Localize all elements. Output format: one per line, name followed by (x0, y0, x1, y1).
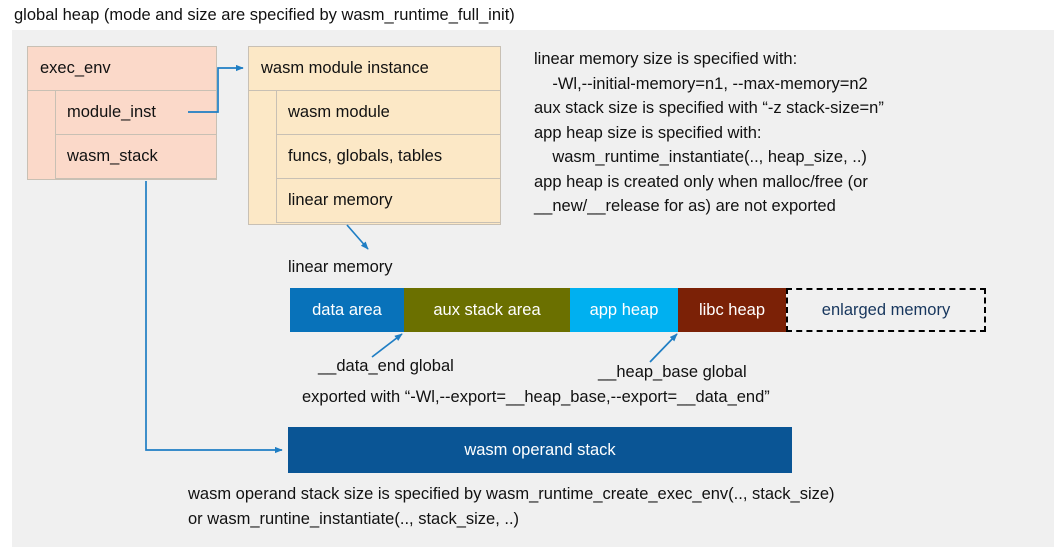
module-field-wasm-module-label: wasm module (288, 103, 390, 121)
module-field-linear-memory: linear memory (276, 178, 501, 223)
linear-memory-note: linear memory size is specified with: -W… (534, 50, 884, 215)
memory-segment-label: app heap (589, 300, 659, 319)
annotation-exported-with: exported with “-Wl,--export=__heap_base,… (302, 388, 770, 406)
wasm-module-instance-header-label: wasm module instance (261, 59, 429, 77)
wasm-operand-stack-label: wasm operand stack (464, 440, 616, 459)
module-field-wasm-module: wasm module (276, 90, 501, 135)
exec-env-header-label: exec_env (40, 59, 111, 77)
exec-env-field-wasm-stack-label: wasm_stack (67, 147, 158, 165)
wasm-operand-stack-bar: wasm operand stack (288, 427, 792, 473)
exec-env-field-module-inst: module_inst (55, 90, 217, 135)
annotation-heap-base: __heap_base global (598, 363, 747, 381)
operand-stack-note: wasm operand stack size is specified by … (188, 485, 835, 528)
memory-segment-data-area: data area (290, 288, 404, 332)
linear-memory-strip: data area aux stack area app heap libc heap… (290, 288, 986, 332)
memory-segment-libc-heap: libc heap (678, 288, 786, 332)
memory-segment-app-heap: app heap (570, 288, 678, 332)
module-field-funcs-globals-tables-label: funcs, globals, tables (288, 147, 443, 165)
memory-segment-label: aux stack area (433, 300, 541, 319)
memory-segment-label: libc heap (698, 300, 766, 319)
memory-segment-aux-stack-area: aux stack area (404, 288, 570, 332)
memory-segment-enlarged-memory: enlarged memory (786, 288, 986, 332)
page-title: global heap (mode and size are specified… (14, 6, 515, 24)
module-field-funcs-globals-tables: funcs, globals, tables (276, 134, 501, 179)
exec-env-field-module-inst-label: module_inst (67, 103, 156, 121)
exec-env-field-wasm-stack: wasm_stack (55, 134, 217, 179)
memory-segment-label: enlarged memory (821, 300, 951, 319)
exec-env-header: exec_env (27, 46, 217, 91)
module-field-linear-memory-label: linear memory (288, 191, 393, 209)
wasm-module-instance-header: wasm module instance (248, 46, 501, 91)
annotation-data-end: __data_end global (318, 357, 454, 375)
linear-memory-caption: linear memory (288, 258, 393, 276)
memory-segment-label: data area (312, 300, 382, 319)
